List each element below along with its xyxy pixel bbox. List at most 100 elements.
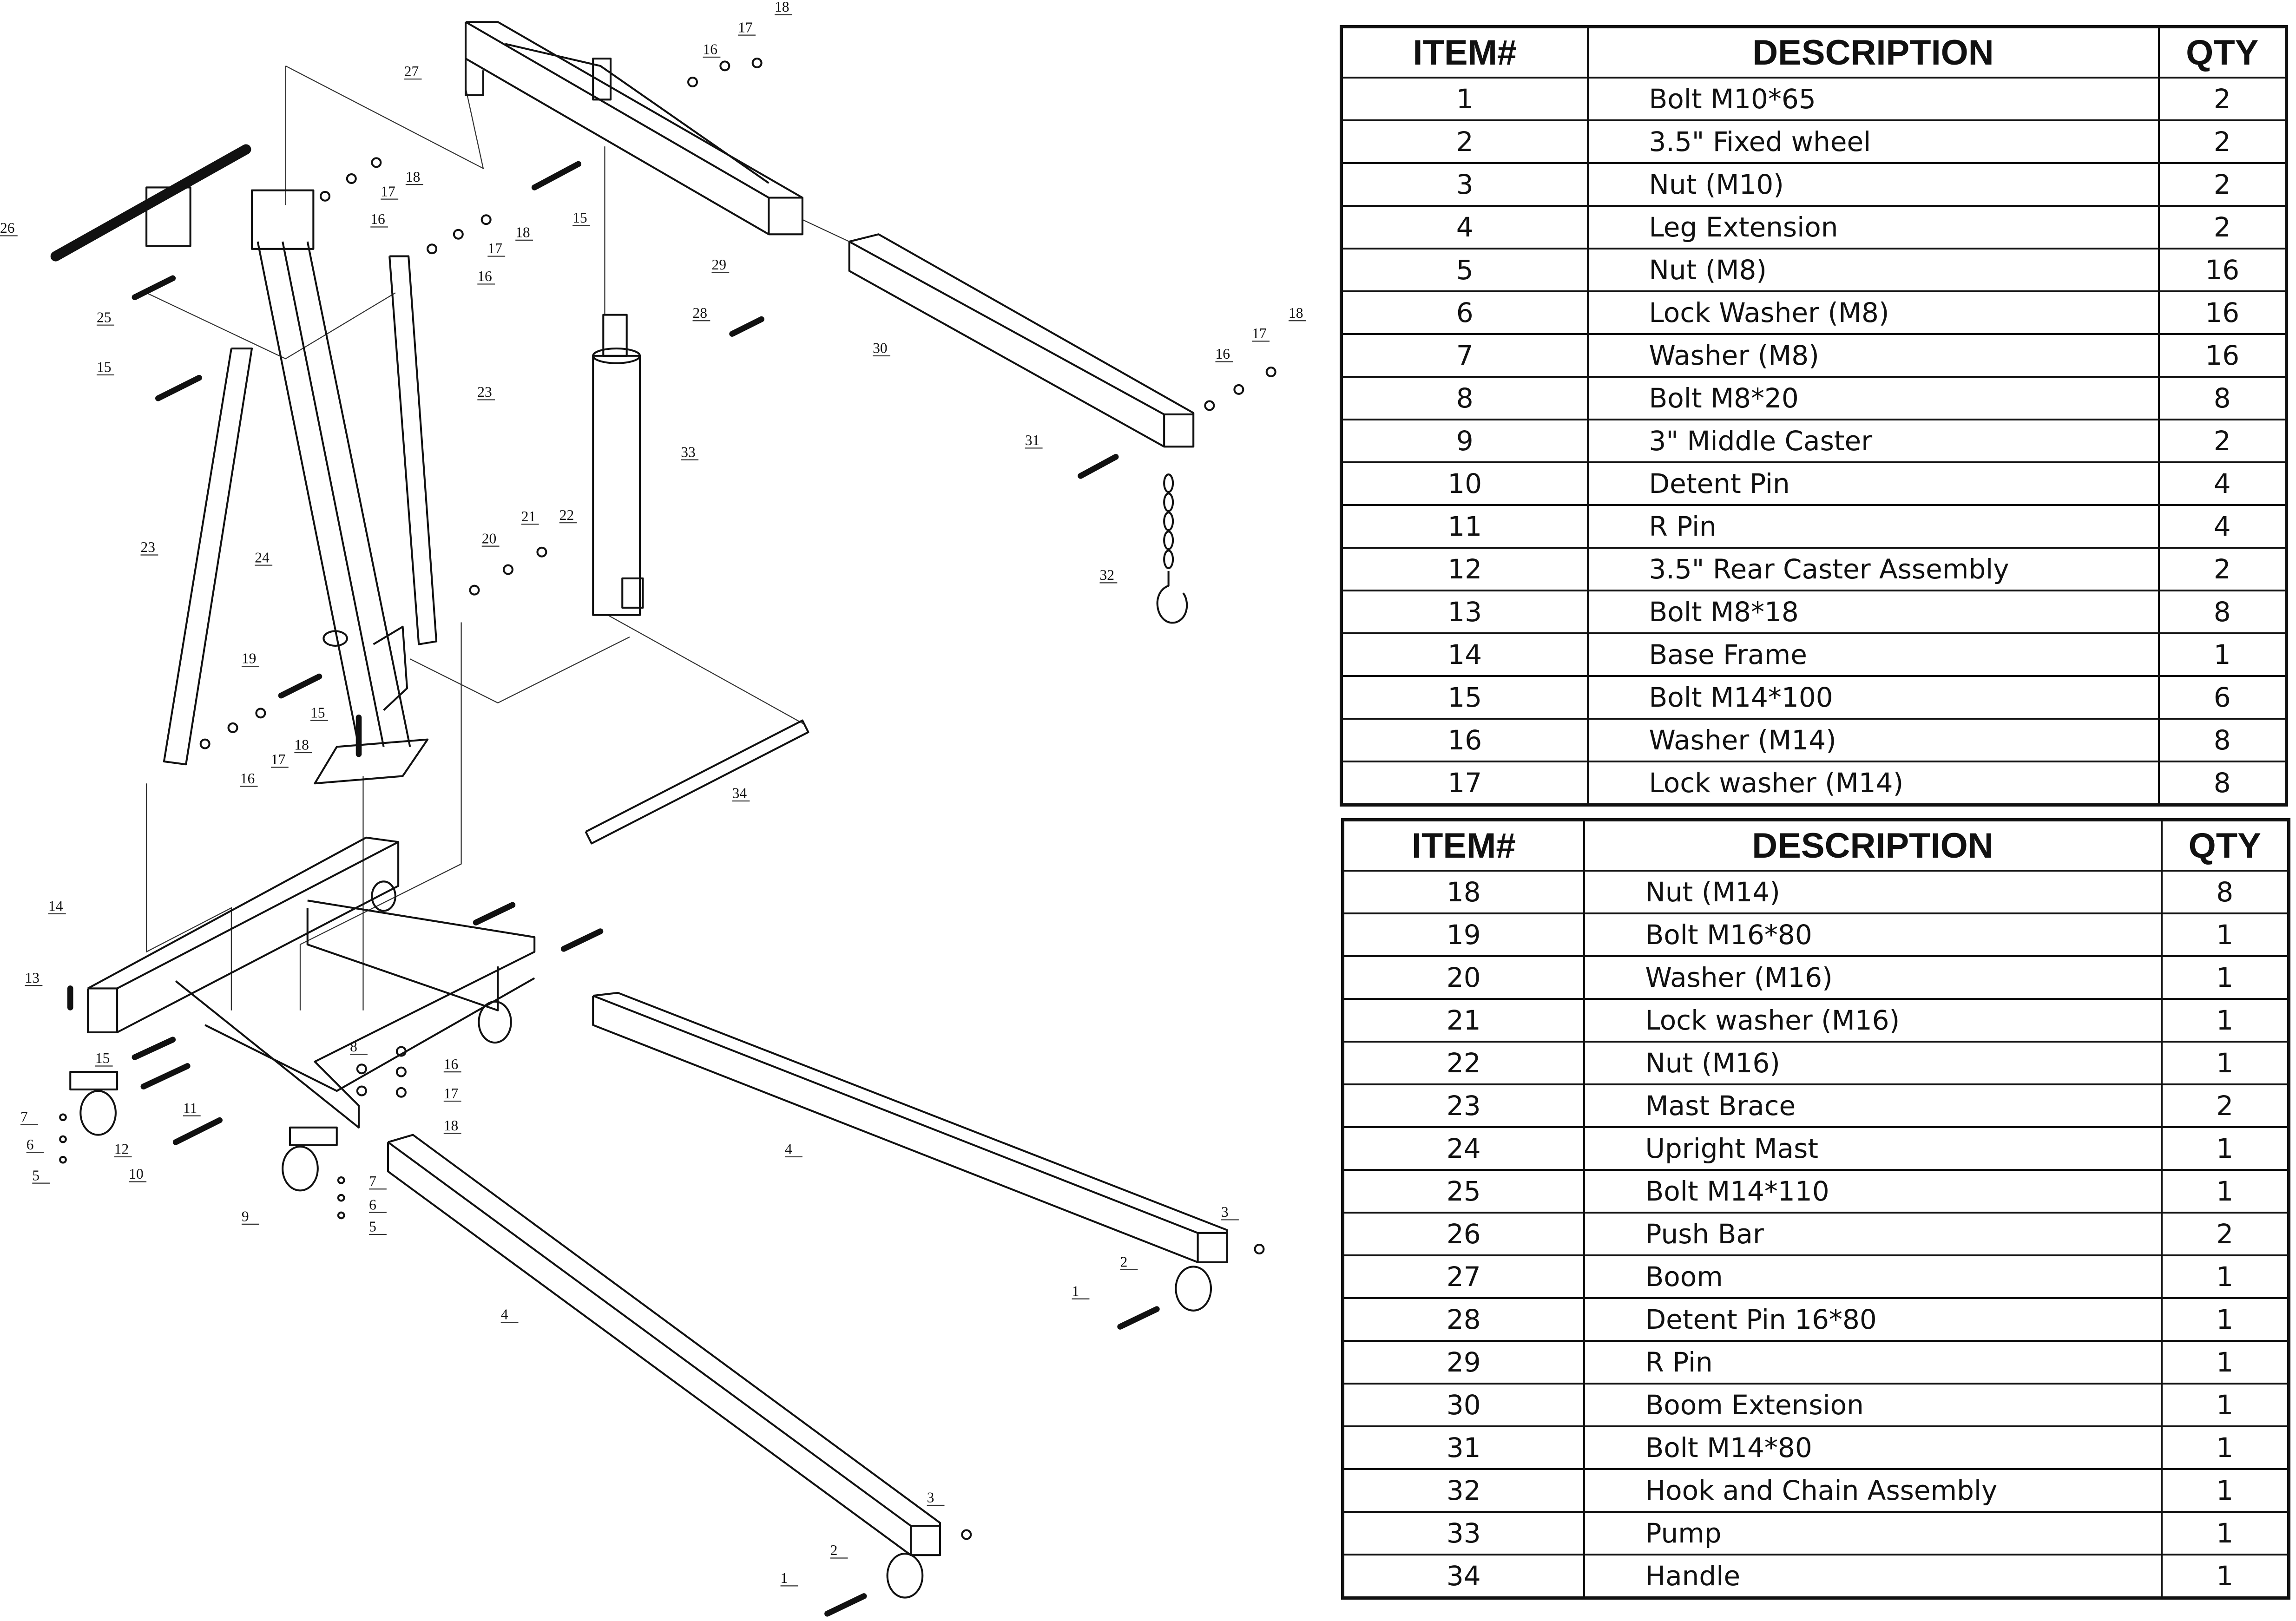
callout-label: 15 [572, 210, 587, 226]
callout-label: 34 [732, 785, 747, 801]
cell-item: 33 [1342, 1511, 1585, 1555]
cell-description: Bolt M14*100 [1586, 675, 2160, 720]
callout-label: 1 [1072, 1283, 1079, 1299]
cell-qty: 8 [2158, 761, 2288, 806]
callout-label: 5 [369, 1219, 376, 1235]
header-qty: QTY [2158, 26, 2288, 79]
callout-label: 3 [1221, 1204, 1229, 1220]
callout-label: 18 [406, 169, 420, 185]
cell-item: 31 [1342, 1425, 1585, 1470]
callout-label: 5 [32, 1167, 39, 1183]
callout-label: 16 [703, 41, 717, 58]
cell-description: 3" Middle Caster [1586, 419, 2160, 463]
cell-description: Bolt M16*80 [1583, 912, 2163, 957]
callout-label: 2 [830, 1542, 838, 1558]
callout-label: 18 [1289, 305, 1303, 321]
cell-qty: 16 [2158, 333, 2288, 378]
callout-label: 18 [775, 0, 789, 15]
callout-label: 24 [255, 549, 270, 565]
callout-label: 33 [681, 444, 695, 460]
wheels-and-casters [69, 880, 1212, 1599]
cell-description: Leg Extension [1586, 205, 2160, 249]
cell-description: Bolt M8*18 [1586, 590, 2160, 634]
cell-item: 9 [1340, 419, 1589, 463]
cell-item: 7 [1340, 333, 1589, 378]
header-qty: QTY [2160, 819, 2290, 872]
callout-label: 20 [482, 530, 496, 546]
callout-label: 3 [927, 1490, 934, 1506]
cell-description: Push Bar [1583, 1212, 2163, 1256]
hook-and-chain [1156, 473, 1188, 624]
cell-description: Nut (M14) [1583, 870, 2163, 914]
callout-label: 15 [310, 704, 325, 721]
push-bar [50, 144, 251, 262]
callout-label: 16 [444, 1056, 458, 1072]
callout-label: 11 [183, 1100, 197, 1116]
cell-description: Bolt M14*80 [1583, 1425, 2163, 1470]
callout-label: 25 [97, 309, 111, 325]
cell-qty: 2 [2158, 162, 2288, 207]
callout-label: 17 [271, 751, 285, 768]
cell-qty: 8 [2158, 376, 2288, 420]
cell-item: 2 [1340, 119, 1589, 164]
cell-description: Washer (M14) [1586, 718, 2160, 762]
cell-description: R Pin [1583, 1340, 2163, 1385]
cell-item: 15 [1340, 675, 1589, 720]
base-frame [87, 836, 536, 1129]
cell-item: 10 [1340, 461, 1589, 506]
callout-label: 31 [1025, 432, 1039, 448]
cell-qty: 2 [2158, 119, 2288, 164]
cell-description: Lock washer (M16) [1583, 998, 2163, 1043]
callout-label: 19 [242, 650, 256, 667]
callout-label: 17 [381, 183, 395, 199]
cell-item: 6 [1340, 290, 1589, 335]
cell-description: Pump [1583, 1511, 2163, 1555]
cell-item: 17 [1340, 761, 1589, 806]
cell-qty: 2 [2158, 205, 2288, 249]
callout-label: 16 [1215, 346, 1230, 362]
cell-item: 19 [1342, 912, 1585, 957]
cell-item: 13 [1340, 590, 1589, 634]
cell-description: Lock Washer (M8) [1586, 290, 2160, 335]
callout-label: 1 [781, 1570, 788, 1586]
cell-item: 24 [1342, 1126, 1585, 1171]
cell-qty: 1 [2160, 1468, 2290, 1513]
cell-item: 34 [1342, 1554, 1585, 1599]
boom [465, 21, 803, 315]
cell-item: 30 [1342, 1383, 1585, 1427]
cell-qty: 16 [2158, 290, 2288, 335]
callout-label: 18 [515, 224, 530, 241]
callout-label: 17 [1252, 325, 1266, 341]
callout-label: 30 [873, 340, 887, 356]
cell-qty: 1 [2160, 1297, 2290, 1342]
cell-description: Lock washer (M14) [1586, 761, 2160, 806]
cell-qty: 1 [2160, 1041, 2290, 1085]
handle [585, 719, 809, 845]
cell-item: 25 [1342, 1169, 1585, 1214]
cell-description: Upright Mast [1583, 1126, 2163, 1171]
cell-item: 20 [1342, 955, 1585, 1000]
cell-description: Detent Pin [1586, 461, 2160, 506]
